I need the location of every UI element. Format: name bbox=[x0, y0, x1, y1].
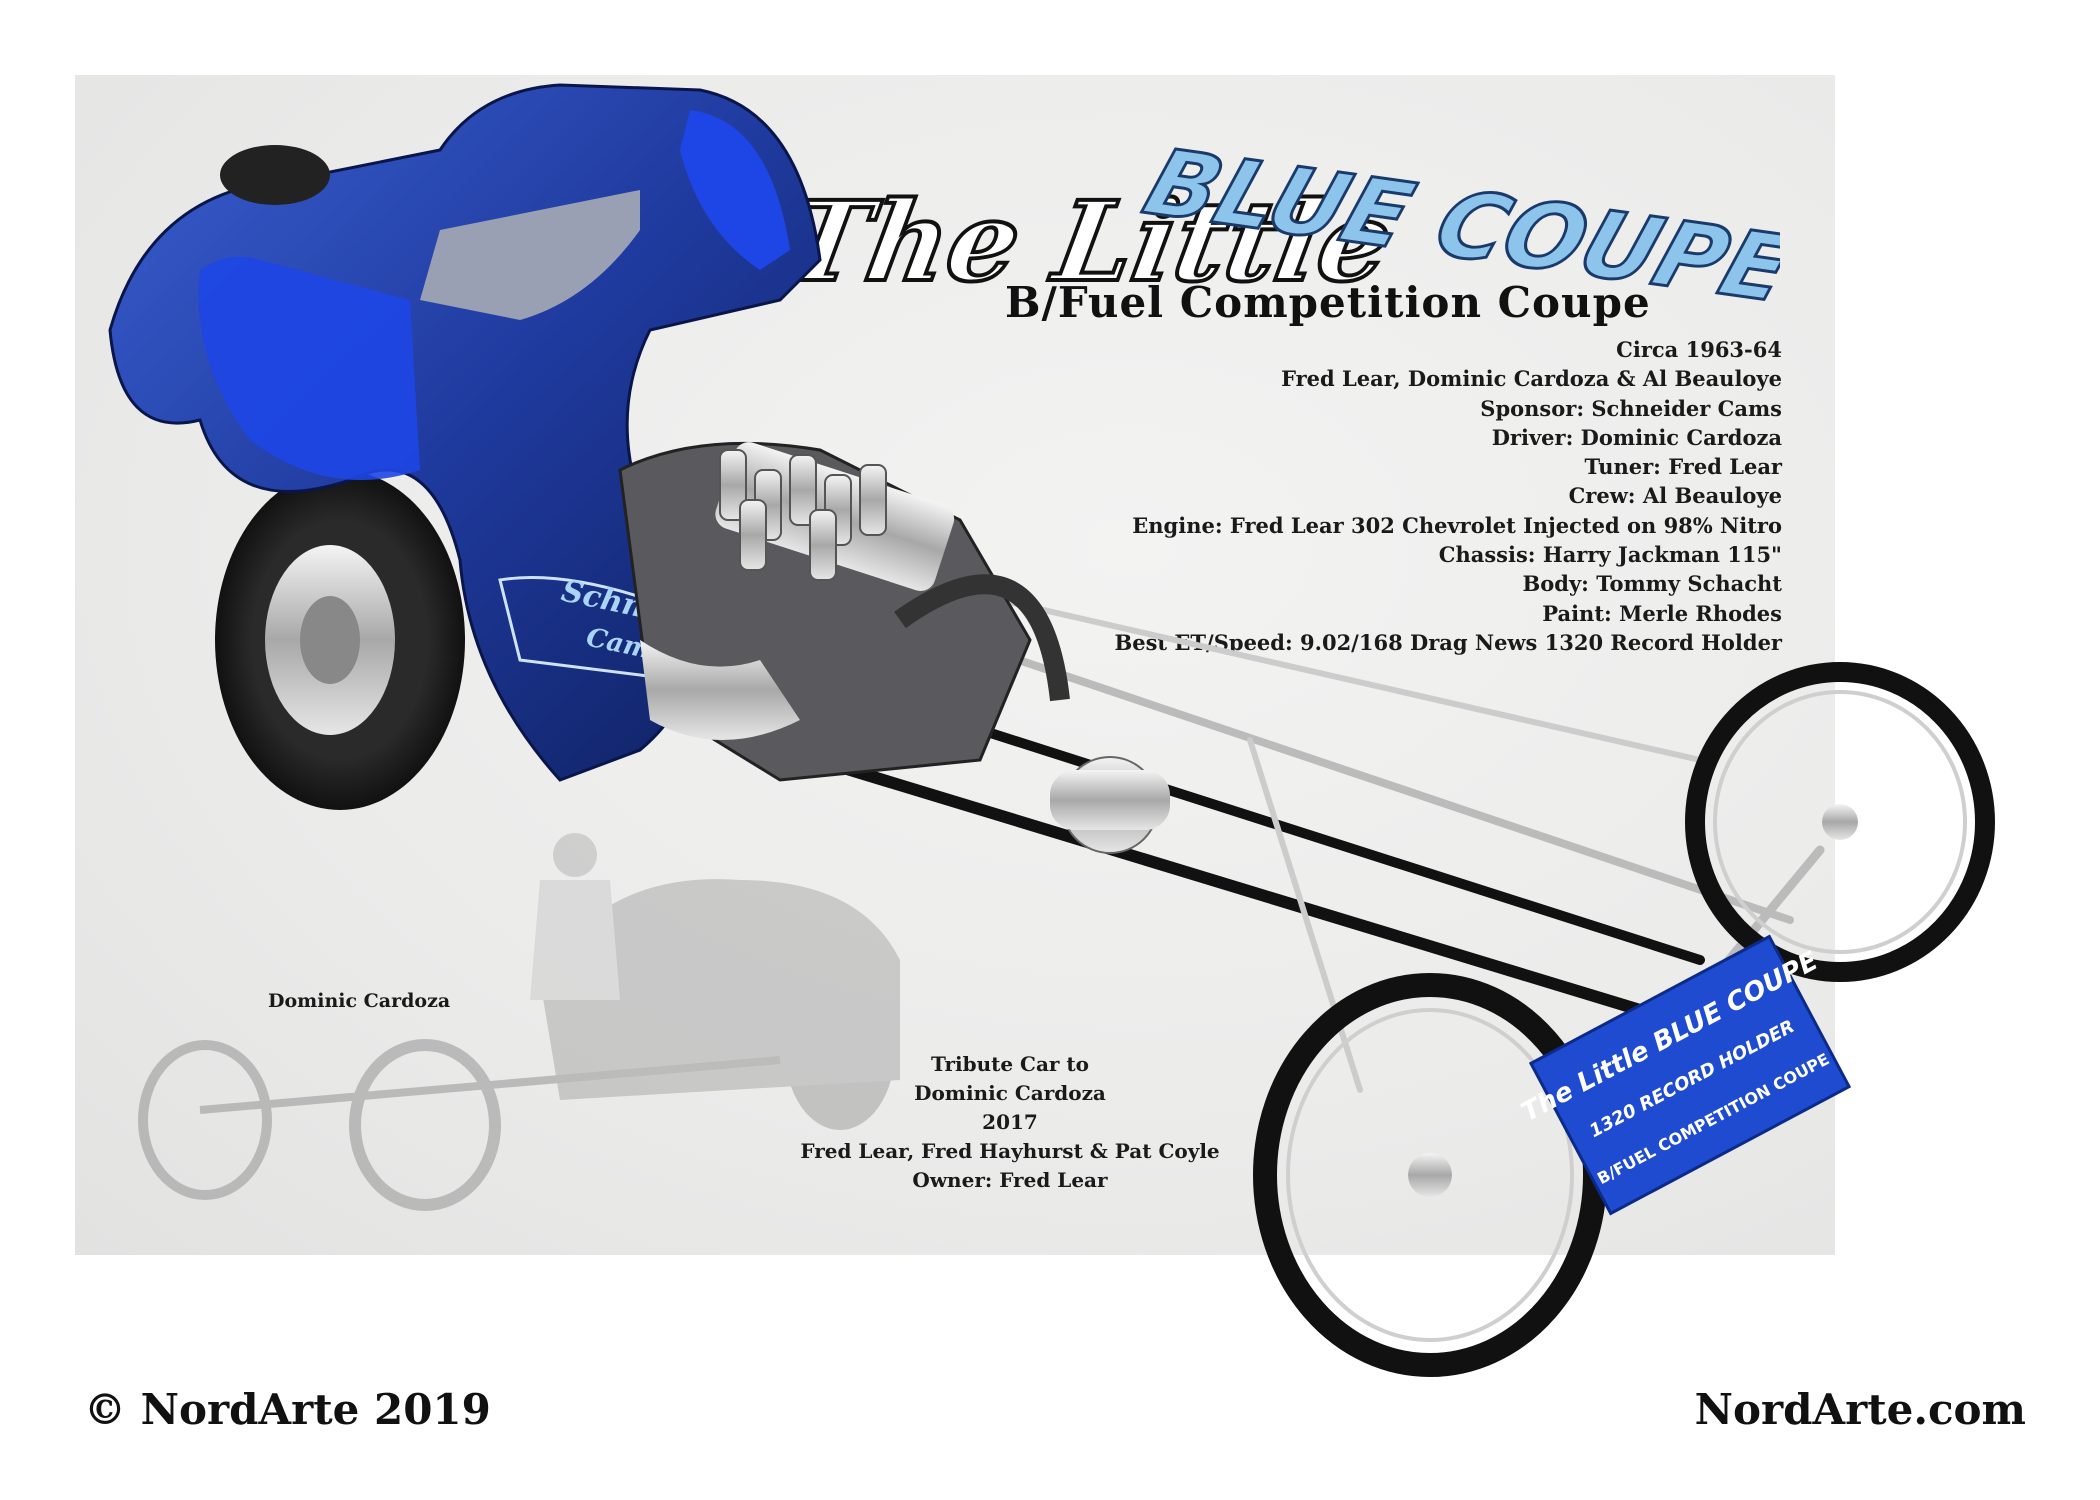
spec-line: Paint: Merle Rhodes bbox=[1542, 600, 1782, 626]
photo-caption: Dominic Cardoza bbox=[268, 990, 451, 1012]
spec-line: Body: Tommy Schacht bbox=[1522, 571, 1782, 597]
front-plate: The Little BLUE COUPE 1320 RECORD HOLDER… bbox=[1517, 934, 1852, 1216]
vintage-photo bbox=[138, 833, 900, 1211]
subtitle: B/Fuel Competition Coupe bbox=[1005, 278, 1651, 327]
front-wheel-right bbox=[1685, 662, 1995, 982]
rear-tire bbox=[215, 470, 465, 810]
website-link[interactable]: NordArte.com bbox=[1694, 1385, 2026, 1434]
title-script-text: The Little bbox=[800, 178, 1401, 307]
spec-line: Chassis: Harry Jackman 115" bbox=[1438, 542, 1782, 568]
spec-line: Fred Lear, Dominic Cardoza & Al Beauloye bbox=[1281, 366, 1782, 392]
tribute-line: Tribute Car to bbox=[931, 1052, 1089, 1076]
spec-line: Circa 1963-64 bbox=[1616, 337, 1782, 362]
tribute-line: Dominic Cardoza bbox=[914, 1081, 1106, 1105]
title-logo: The Little BLUE COUPE bbox=[800, 140, 1780, 310]
tribute-line: 2017 bbox=[982, 1110, 1038, 1134]
spec-line: Crew: Al Beauloye bbox=[1568, 483, 1782, 509]
spec-line: Driver: Dominic Cardoza bbox=[1491, 424, 1782, 450]
spec-line: Engine: Fred Lear 302 Chevrolet Injected… bbox=[1132, 512, 1782, 538]
front-wheel-left bbox=[1253, 973, 1607, 1377]
spec-line: Sponsor: Schneider Cams bbox=[1480, 395, 1782, 421]
spec-line: Tuner: Fred Lear bbox=[1584, 454, 1782, 480]
tribute-line: Owner: Fred Lear bbox=[912, 1168, 1108, 1192]
tribute-line: Fred Lear, Fred Hayhurst & Pat Coyle bbox=[800, 1139, 1220, 1163]
engine bbox=[618, 441, 1170, 854]
copyright: © NordArte 2019 bbox=[84, 1385, 491, 1434]
